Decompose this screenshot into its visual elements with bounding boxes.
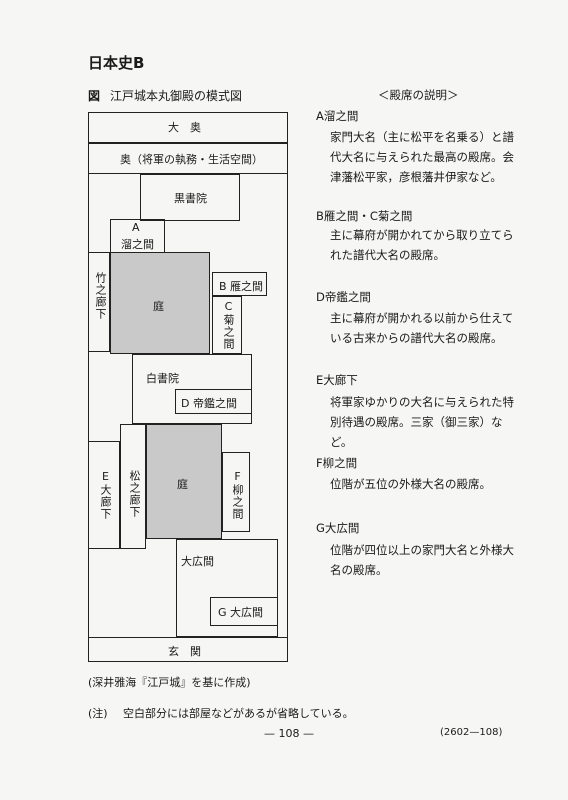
room-g-ohiroma bbox=[210, 597, 278, 626]
room-c-label: C菊之間 bbox=[222, 300, 235, 350]
legend-item-desc: 主に幕府が開かれてから取り立てられた譜代大名の殿席。 bbox=[330, 228, 514, 262]
legend-item-title: A溜之間 bbox=[316, 109, 359, 123]
room-a-label: 溜之間 bbox=[121, 238, 154, 251]
corridor-take-label: 竹之廊下 bbox=[94, 272, 107, 320]
page-number: — 108 — bbox=[264, 727, 314, 740]
legend-item-desc: 位階が四位以上の家門大名と外様大名の殿席。 bbox=[330, 543, 514, 577]
garden-lower-label: 庭 bbox=[177, 478, 188, 491]
garden-lower bbox=[146, 424, 222, 539]
room-kuroshoin-label: 黒書院 bbox=[174, 192, 207, 205]
room-shiroshoin-label: 白書院 bbox=[146, 372, 179, 385]
note-text: 空白部分には部屋などがあるが省略している。 bbox=[123, 707, 354, 720]
figure-source: (深井雅海『江戸城』を基に作成) bbox=[88, 676, 251, 689]
room-ohiroma bbox=[176, 539, 278, 637]
note-label: (注) bbox=[88, 707, 108, 720]
room-f-yanagi bbox=[222, 452, 250, 532]
legend-item-desc: 家門大名（主に松平を名乗る）と譜代大名に与えられた最高の殿席。会津藩松平家，彦根… bbox=[330, 130, 514, 184]
room-genkan-label: 玄 関 bbox=[168, 645, 201, 658]
legend-heading: ＜殿席の説明＞ bbox=[378, 88, 459, 102]
room-ooku bbox=[88, 112, 288, 143]
corridor-e-label: E大廊下 bbox=[99, 470, 112, 520]
legend-item-title: D帝鑑之間 bbox=[316, 290, 371, 304]
room-oku-label: 奥（将軍の執務・生活空間） bbox=[120, 153, 263, 166]
page-code: (2602—108) bbox=[440, 727, 503, 738]
legend-item-title: G大広間 bbox=[316, 521, 360, 535]
room-f-label: F柳之間 bbox=[231, 470, 244, 520]
garden-upper-label: 庭 bbox=[153, 300, 164, 313]
legend-item-desc: 位階が五位の外様大名の殿席。 bbox=[330, 477, 491, 491]
room-g-label: G 大広間 bbox=[218, 606, 264, 619]
figure-label: 図 bbox=[88, 89, 101, 103]
room-c-kiku bbox=[212, 296, 242, 354]
corridor-take bbox=[88, 252, 110, 352]
legend-item-title: B雁之間・C菊之間 bbox=[316, 209, 413, 223]
figure-title: 江戸城本丸御殿の模式図 bbox=[110, 89, 243, 103]
corridor-matsu-label: 松之廊下 bbox=[128, 470, 141, 518]
legend-item-desc: 主に幕府が開かれる以前から仕えている古来からの譜代大名の殿席。 bbox=[330, 311, 514, 345]
legend-item-title: E大廊下 bbox=[316, 373, 358, 387]
legend-item-title: F柳之間 bbox=[316, 456, 358, 470]
room-a-letter: A bbox=[132, 221, 140, 234]
subject-heading: 日本史B bbox=[88, 54, 145, 72]
room-ohiroma-label: 大広間 bbox=[181, 555, 214, 568]
room-b-label: B 雁之間 bbox=[219, 280, 264, 293]
garden-upper bbox=[110, 252, 210, 354]
legend-item-desc: 将軍家ゆかりの大名に与えられた特別待遇の殿席。三家（御三家）など。 bbox=[330, 395, 514, 449]
room-oku bbox=[88, 143, 288, 174]
room-ooku-label: 大 奥 bbox=[168, 121, 201, 134]
corridor-e-oroka bbox=[88, 441, 120, 549]
room-d-teikan bbox=[175, 389, 252, 414]
corridor-matsu bbox=[120, 424, 146, 549]
room-genkan bbox=[88, 637, 288, 662]
room-kuroshoin bbox=[140, 174, 240, 221]
room-b-gan bbox=[212, 272, 267, 296]
room-d-label: D 帝鑑之間 bbox=[181, 397, 237, 410]
